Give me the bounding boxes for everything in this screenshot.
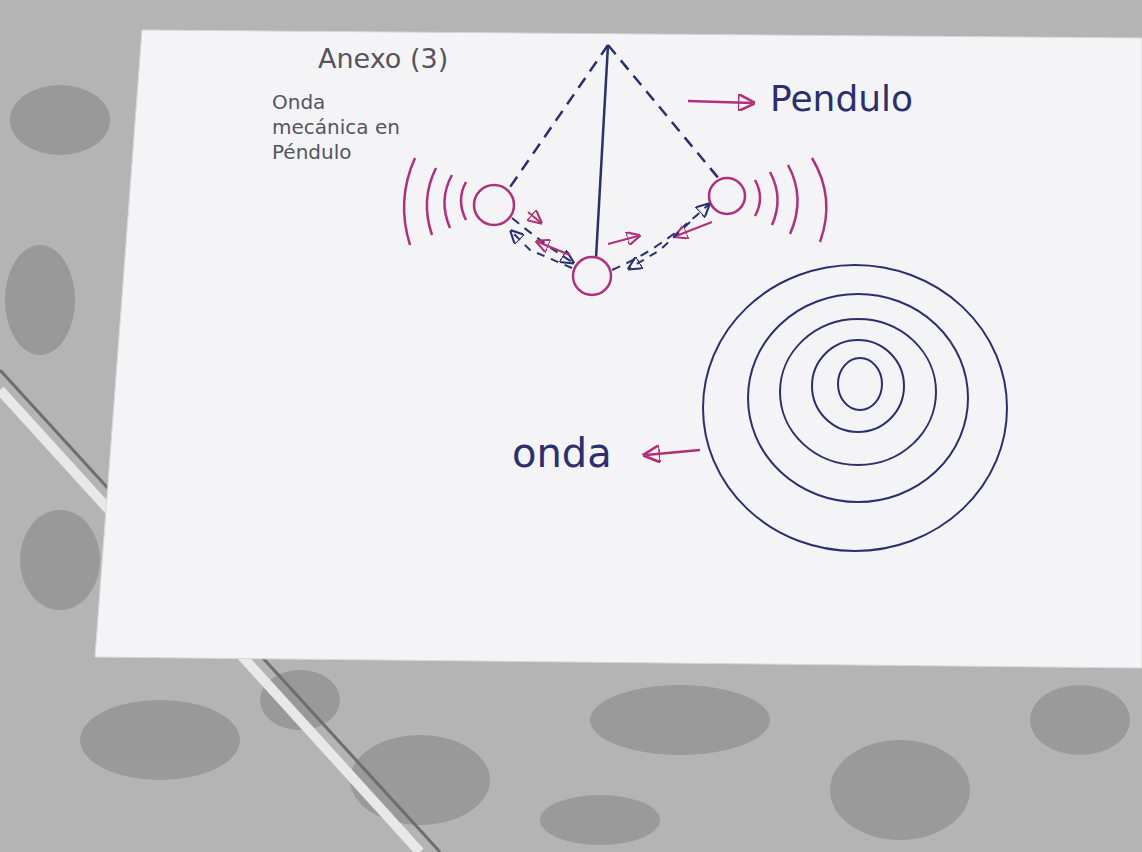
leader-arrow bbox=[688, 101, 752, 103]
side-note: Onda mecánica en Péndulo bbox=[272, 90, 402, 165]
wave-label: onda bbox=[512, 428, 612, 478]
leader-arrow bbox=[646, 450, 700, 455]
annex-title: Anexo (3) bbox=[318, 42, 448, 76]
pendulum-label: Pendulo bbox=[770, 76, 913, 121]
wave-arcs bbox=[404, 158, 826, 245]
pendulum bbox=[474, 45, 745, 295]
paper-sheet bbox=[95, 30, 1142, 668]
concentric-waves bbox=[703, 265, 1007, 551]
